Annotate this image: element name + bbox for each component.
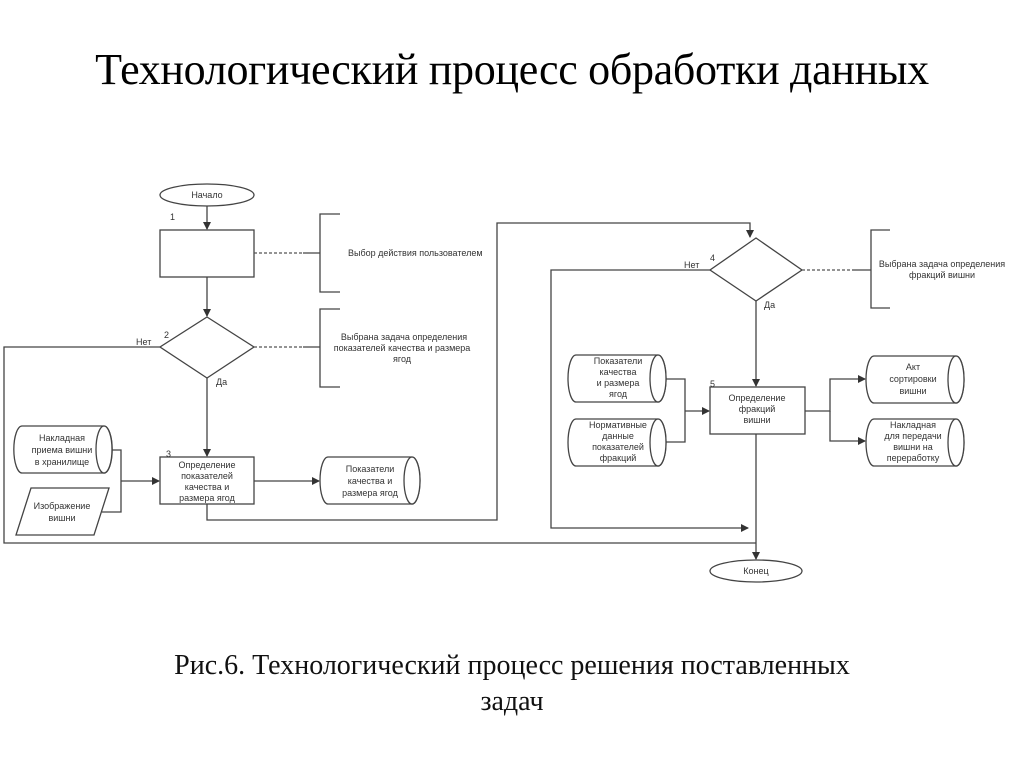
step-number-5: 5 — [710, 379, 715, 389]
data-store-quality-input: Показатели качества и размера ягод — [567, 354, 667, 403]
svg-text:показателей: показателей — [181, 471, 233, 481]
svg-text:Акт: Акт — [906, 362, 920, 372]
svg-text:Изображение: Изображение — [34, 501, 91, 511]
start-terminator: Начало — [159, 183, 255, 207]
figure-caption: Рис.6. Технологический процесс решения п… — [0, 648, 1024, 720]
annotation-bracket-4 — [870, 229, 890, 309]
connector — [829, 411, 866, 445]
decision-4 — [708, 237, 804, 302]
page-title: Технологический процесс обработки данных — [95, 45, 929, 94]
data-store-sorting-act: Акт сортировки вишни — [865, 355, 965, 404]
annotation-1-text: Выбор действия пользователем — [348, 248, 483, 258]
connector — [805, 375, 866, 412]
caption-line-2: задач — [480, 686, 544, 717]
step-number-3: 3 — [166, 449, 171, 459]
svg-text:переработку: переработку — [887, 453, 940, 463]
caption-line-1: Рис.6. Технологический процесс решения п… — [174, 650, 850, 681]
svg-text:и размера: и размера — [597, 378, 640, 388]
step-number-2: 2 — [164, 330, 169, 340]
step-number-1: 1 — [170, 212, 175, 222]
decision-4-no: Нет — [684, 260, 699, 270]
input-image: Изображение вишни — [15, 487, 110, 536]
decision-2-no-path — [3, 346, 756, 544]
svg-text:вишни: вишни — [743, 415, 770, 425]
decision-4-no-path — [550, 269, 749, 532]
annotation-2-text-3: ягод — [393, 354, 412, 364]
connector-3-to-4 — [206, 222, 754, 521]
svg-text:качества: качества — [600, 367, 637, 377]
decision-2 — [158, 316, 256, 379]
start-label: Начало — [191, 190, 222, 200]
annotation-4-text-1: Выбрана задача определения — [879, 259, 1005, 269]
svg-text:Накладная: Накладная — [39, 433, 85, 443]
svg-text:качества и: качества и — [348, 476, 392, 486]
annotation-4-text-2: фракций вишни — [909, 270, 975, 280]
svg-text:вишни: вишни — [48, 513, 75, 523]
svg-text:размера ягод: размера ягод — [179, 493, 236, 503]
svg-text:данные: данные — [602, 431, 634, 441]
svg-text:вишни на: вишни на — [893, 442, 933, 452]
step-number-4: 4 — [710, 253, 715, 263]
annotation-bracket-2 — [319, 308, 340, 388]
svg-text:для передачи: для передачи — [884, 431, 941, 441]
decision-4-yes: Да — [764, 300, 775, 310]
svg-text:качества и: качества и — [185, 482, 229, 492]
annotation-2-text-2: показателей качества и размера — [334, 343, 471, 353]
svg-text:фракций: фракций — [739, 404, 776, 414]
svg-text:Накладная: Накладная — [890, 420, 936, 430]
svg-text:Показатели: Показатели — [346, 464, 394, 474]
svg-text:Определение: Определение — [179, 460, 236, 470]
svg-text:размера ягод: размера ягод — [342, 488, 399, 498]
data-store-invoice: Накладная приема вишни в хранилище — [13, 425, 113, 474]
svg-text:вишни: вишни — [899, 386, 926, 396]
decision-2-yes: Да — [216, 377, 227, 387]
decision-2-no: Нет — [136, 337, 151, 347]
data-store-transfer-invoice: Накладная для передачи вишни на перерабо… — [865, 418, 965, 467]
process-box-5: Определение фракций вишни — [709, 386, 806, 435]
svg-text:Нормативные: Нормативные — [589, 420, 647, 430]
svg-text:в хранилище: в хранилище — [35, 457, 89, 467]
svg-text:Определение: Определение — [729, 393, 786, 403]
data-store-quality-output: Показатели качества и размера ягод — [319, 456, 421, 505]
process-box-1 — [159, 229, 255, 278]
connector — [666, 378, 686, 443]
svg-text:показателей: показателей — [592, 442, 644, 452]
svg-text:сортировки: сортировки — [889, 374, 936, 384]
process-box-3: Определение показателей качества и разме… — [159, 456, 255, 505]
data-store-norms: Нормативные данные показателей фракций — [567, 418, 667, 467]
end-terminator: Конец — [709, 559, 803, 583]
svg-text:фракций: фракций — [600, 453, 637, 463]
svg-text:ягод: ягод — [609, 389, 628, 399]
annotation-2-text-1: Выбрана задача определения — [341, 332, 467, 342]
annotation-bracket-1 — [319, 213, 340, 293]
end-label: Конец — [743, 566, 768, 576]
svg-text:Показатели: Показатели — [594, 356, 642, 366]
svg-text:приема вишни: приема вишни — [32, 445, 93, 455]
